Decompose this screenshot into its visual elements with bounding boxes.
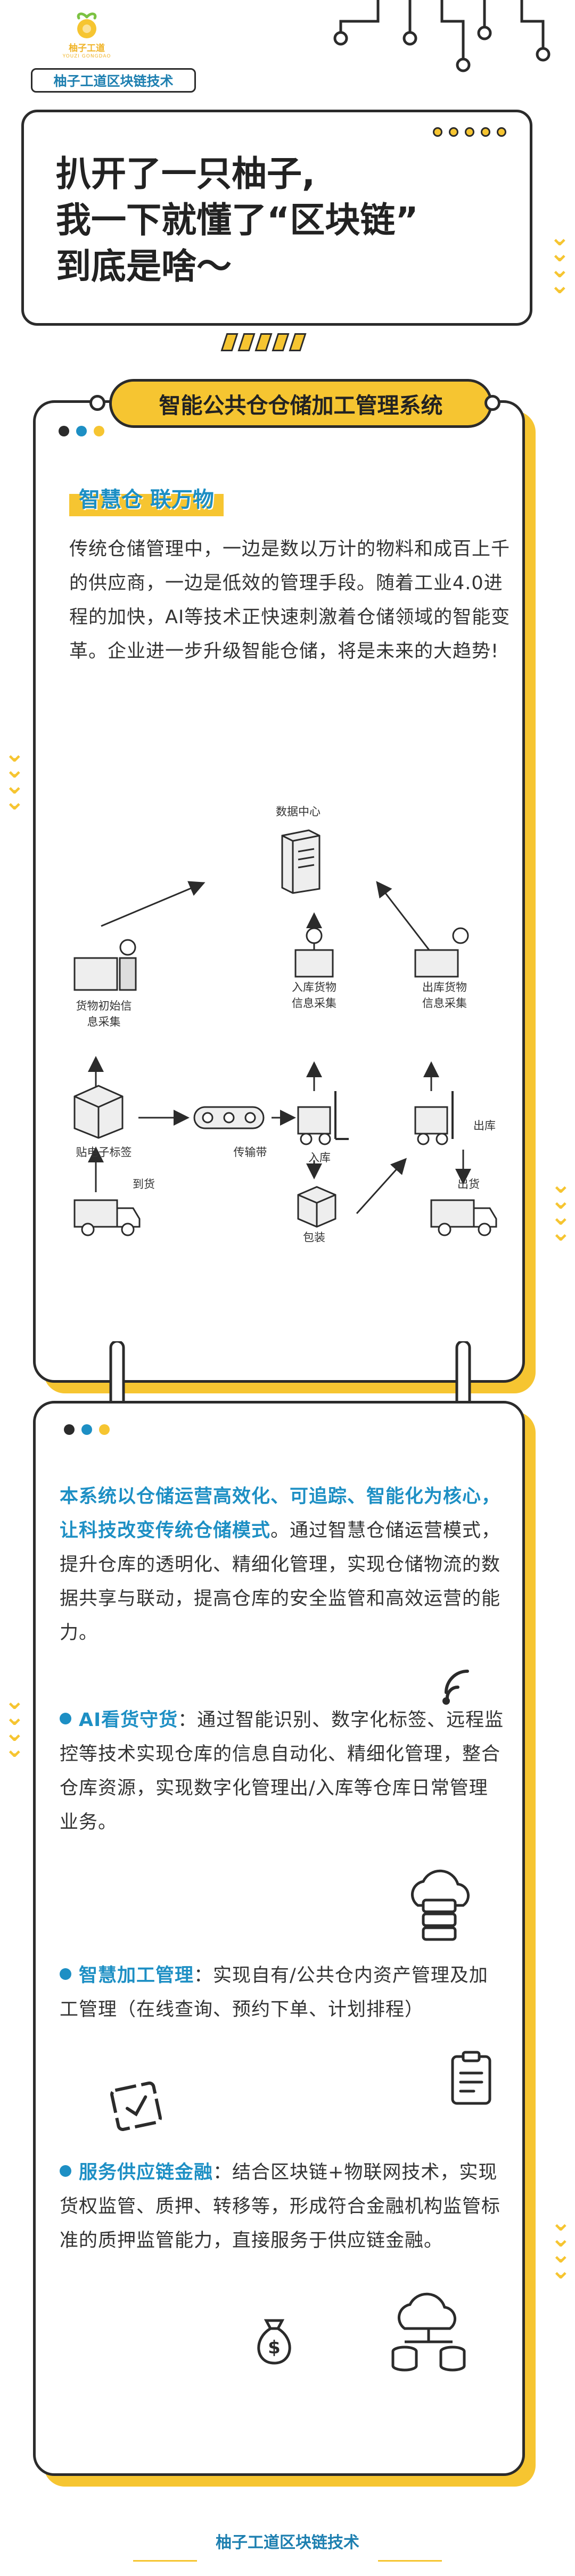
title-line-3: 到底是啥～	[56, 246, 232, 287]
label-data-center: 数据中心	[276, 805, 321, 818]
money-bag-icon: $	[257, 2319, 291, 2365]
page-title: 扒开了一只柚子, 我一下就懂了“区块链” 到底是啥～	[56, 151, 418, 290]
clipboard-icon	[451, 2051, 491, 2105]
chevron-down-icon: ⌄⌄⌄⌄	[4, 739, 25, 815]
chevron-down-icon: ⌄⌄⌄⌄	[4, 1686, 25, 1763]
feature-title: 服务供应链金融	[79, 2162, 213, 2183]
pomelo-logo-icon	[77, 12, 97, 38]
cloud-server-icon	[410, 1869, 470, 1941]
title-card: 扒开了一只柚子, 我一下就懂了“区块链” 到底是啥～	[21, 110, 532, 326]
intro-paragraph: 传统仓储管理中，一边是数以万计的物料和成百上千的供应商，一边是低效的管理手段。随…	[69, 539, 511, 662]
stripe-decoration	[220, 333, 307, 351]
label-outbound-info: 出库货物信息采集	[422, 981, 467, 1010]
feature-title: AI看货守货	[79, 1710, 178, 1731]
chevron-down-icon: ⌄⌄⌄⌄	[549, 222, 570, 299]
footer-line-right	[378, 2560, 442, 2562]
footer-line-left	[133, 2560, 197, 2562]
logo-text: 柚子工道	[69, 43, 105, 54]
package-icon	[297, 1186, 336, 1228]
truck-arrival-icon	[73, 1199, 141, 1236]
section-subheading: 智慧仓 联万物	[69, 479, 224, 516]
feature-ai-item: AI看货守货：通过智能识别、数字化标签、远程监控等技术实现仓库的信息自动化、精细…	[60, 1710, 504, 1833]
box-tag-icon	[73, 1085, 124, 1139]
title-line-1: 扒开了一只柚子,	[56, 153, 316, 194]
feature-finance-item: 服务供应链金融：结合区块链+物联网技术，实现货权监管、质押、转移等，形成符合金融…	[60, 2162, 501, 2251]
title-line-2: 我一下就懂了“区块链”	[56, 200, 418, 241]
features-intro-highlight: 本系统以仓储运营高效化、可追踪、智能化为核心，让科技改变传统仓储模式	[60, 1486, 501, 1541]
section-title-tab: 智能公共仓仓储加工管理系统	[109, 379, 492, 428]
wifi-signal-icon	[442, 1670, 469, 1705]
label-tag: 贴电子标签	[76, 1146, 132, 1159]
footer-brand: 柚子工道区块链技术	[216, 2533, 359, 2552]
outbound-scan-icon	[414, 927, 469, 978]
worker-scanner-icon	[73, 939, 137, 991]
server-icon	[281, 829, 321, 894]
feature-body: 结合区块链+物联网技术，实现货权监管、质押、转移等，形成符合金融机构监管标准的质…	[60, 2162, 501, 2251]
brand-badge: 柚子工道区块链技术	[31, 68, 196, 93]
feature-title: 智慧加工管理	[79, 1965, 194, 1986]
label-shipping: 出货	[457, 1178, 480, 1191]
svg-text:$: $	[268, 2337, 281, 2358]
bullet-dot-icon	[60, 2165, 71, 2177]
flow-arrows	[88, 881, 471, 1215]
features-intro: 本系统以仓储运营高效化、可追踪、智能化为核心，让科技改变传统仓储模式。通过智慧仓…	[60, 1480, 512, 1650]
inbound-scan-icon	[294, 927, 334, 978]
feature-body: 通过智能识别、数字化标签、远程监控等技术实现仓库的信息自动化、精细化管理，整合仓…	[60, 1710, 504, 1833]
card-dots	[59, 426, 105, 439]
logo: 柚子工道 YOUZI GONGDAO	[47, 12, 127, 59]
circuit-decoration-icon	[333, 0, 551, 72]
label-outbound: 出库	[473, 1119, 496, 1132]
forklift-outbound-icon	[414, 1091, 454, 1145]
bullet-dot-icon	[60, 1968, 71, 1980]
calendar-check-icon	[110, 2081, 162, 2131]
title-dots	[433, 127, 506, 137]
features-intro-rest: 。通过智慧仓储运营模式，提升仓库的透明化、精细化管理，实现仓储物流的数据共享与联…	[60, 1520, 501, 1644]
conveyor-icon	[193, 1106, 265, 1129]
label-inbound: 入库	[308, 1151, 331, 1164]
bullet-dot-icon	[60, 1713, 71, 1724]
warehouse-flow-diagram: 数据中心 货物初始信息采集 入库货物信息采集 出库货物信息采集 贴电子标签 传输…	[59, 777, 516, 1256]
truck-shipping-icon	[430, 1199, 497, 1236]
label-conveyor: 传输带	[233, 1146, 267, 1159]
feature-body: 实现自有/公共仓内资产管理及加工管理（在线查询、预约下单、计划排程）	[60, 1965, 488, 2020]
chevron-down-icon: ⌄⌄⌄⌄	[551, 1170, 571, 1246]
feature-processing-item: 智慧加工管理：实现自有/公共仓内资产管理及加工管理（在线查询、预约下单、计划排程…	[60, 1965, 488, 2020]
label-goods-info: 货物初始信息采集	[76, 1000, 132, 1028]
cloud-database-icon	[391, 2292, 466, 2372]
label-inbound-info: 入库货物信息采集	[292, 981, 336, 1010]
label-arrival: 到货	[133, 1178, 155, 1191]
card-dots	[64, 1424, 110, 1437]
tab-ring-right	[484, 395, 500, 411]
tab-ring-left	[89, 395, 105, 411]
logo-subtext: YOUZI GONGDAO	[62, 54, 111, 59]
forklift-icon	[297, 1091, 349, 1145]
chevron-down-icon: ⌄⌄⌄⌄	[551, 2208, 571, 2284]
label-packing: 包装	[303, 1231, 325, 1244]
